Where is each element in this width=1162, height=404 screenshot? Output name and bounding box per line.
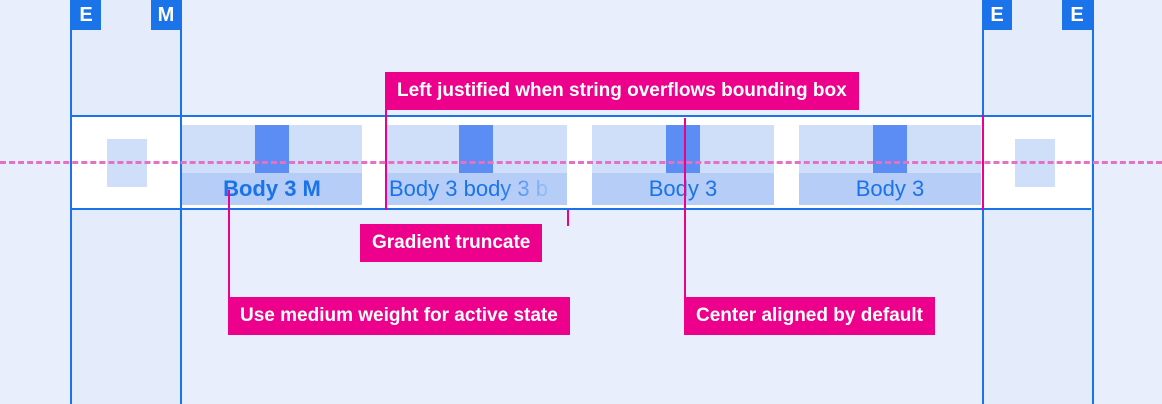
callout-overflow: Left justified when string overflows bou…: [385, 72, 859, 110]
leader-line-medium-weight: [228, 190, 230, 298]
tab-item-2[interactable]: Body 3 body 3 b: [385, 125, 567, 205]
tab-glyph-icon: [873, 125, 907, 173]
tab-item-4[interactable]: Body 3: [799, 125, 981, 205]
tab-label: Body 3 body 3 b: [389, 176, 549, 201]
callout-gradient-truncate: Gradient truncate: [360, 224, 543, 262]
leader-line-center-aligned: [684, 118, 686, 298]
spacing-badge-e-right-outer: E: [1062, 0, 1092, 30]
vertical-guide-2: [180, 0, 182, 404]
tab-item-3[interactable]: Body 3: [592, 125, 774, 205]
vertical-guide-4: [1092, 0, 1094, 404]
spacing-badge-m: M: [151, 0, 181, 30]
tab-icon-area: [592, 125, 774, 173]
tab-glyph-icon: [459, 125, 493, 173]
tab-label: Body 3 M: [223, 176, 321, 201]
tab-glyph-icon: [666, 125, 700, 173]
tab-icon-area: [799, 125, 981, 173]
tab-label: Body 3: [648, 176, 718, 201]
tab-glyph-icon: [255, 125, 289, 173]
tab-item-1[interactable]: Body 3 M: [182, 125, 362, 205]
tab-icon-area: [385, 125, 567, 173]
tab-icon-area: [182, 125, 362, 173]
callout-center-aligned: Center aligned by default: [684, 297, 935, 335]
vertical-center-baseline: [0, 161, 1162, 164]
leader-line-overflow: [385, 104, 387, 210]
tab-label-band: [182, 173, 362, 205]
tab-label-band: [799, 173, 981, 205]
leader-line-gradient: [567, 210, 569, 226]
tab-label: Body 3: [855, 176, 925, 201]
spacing-badge-e-right-inner: E: [982, 0, 1012, 30]
callout-medium-weight: Use medium weight for active state: [228, 297, 570, 335]
tab-label-band: [592, 173, 774, 205]
spacing-badge-e-left: E: [71, 0, 101, 30]
vertical-guide-1: [70, 0, 72, 404]
